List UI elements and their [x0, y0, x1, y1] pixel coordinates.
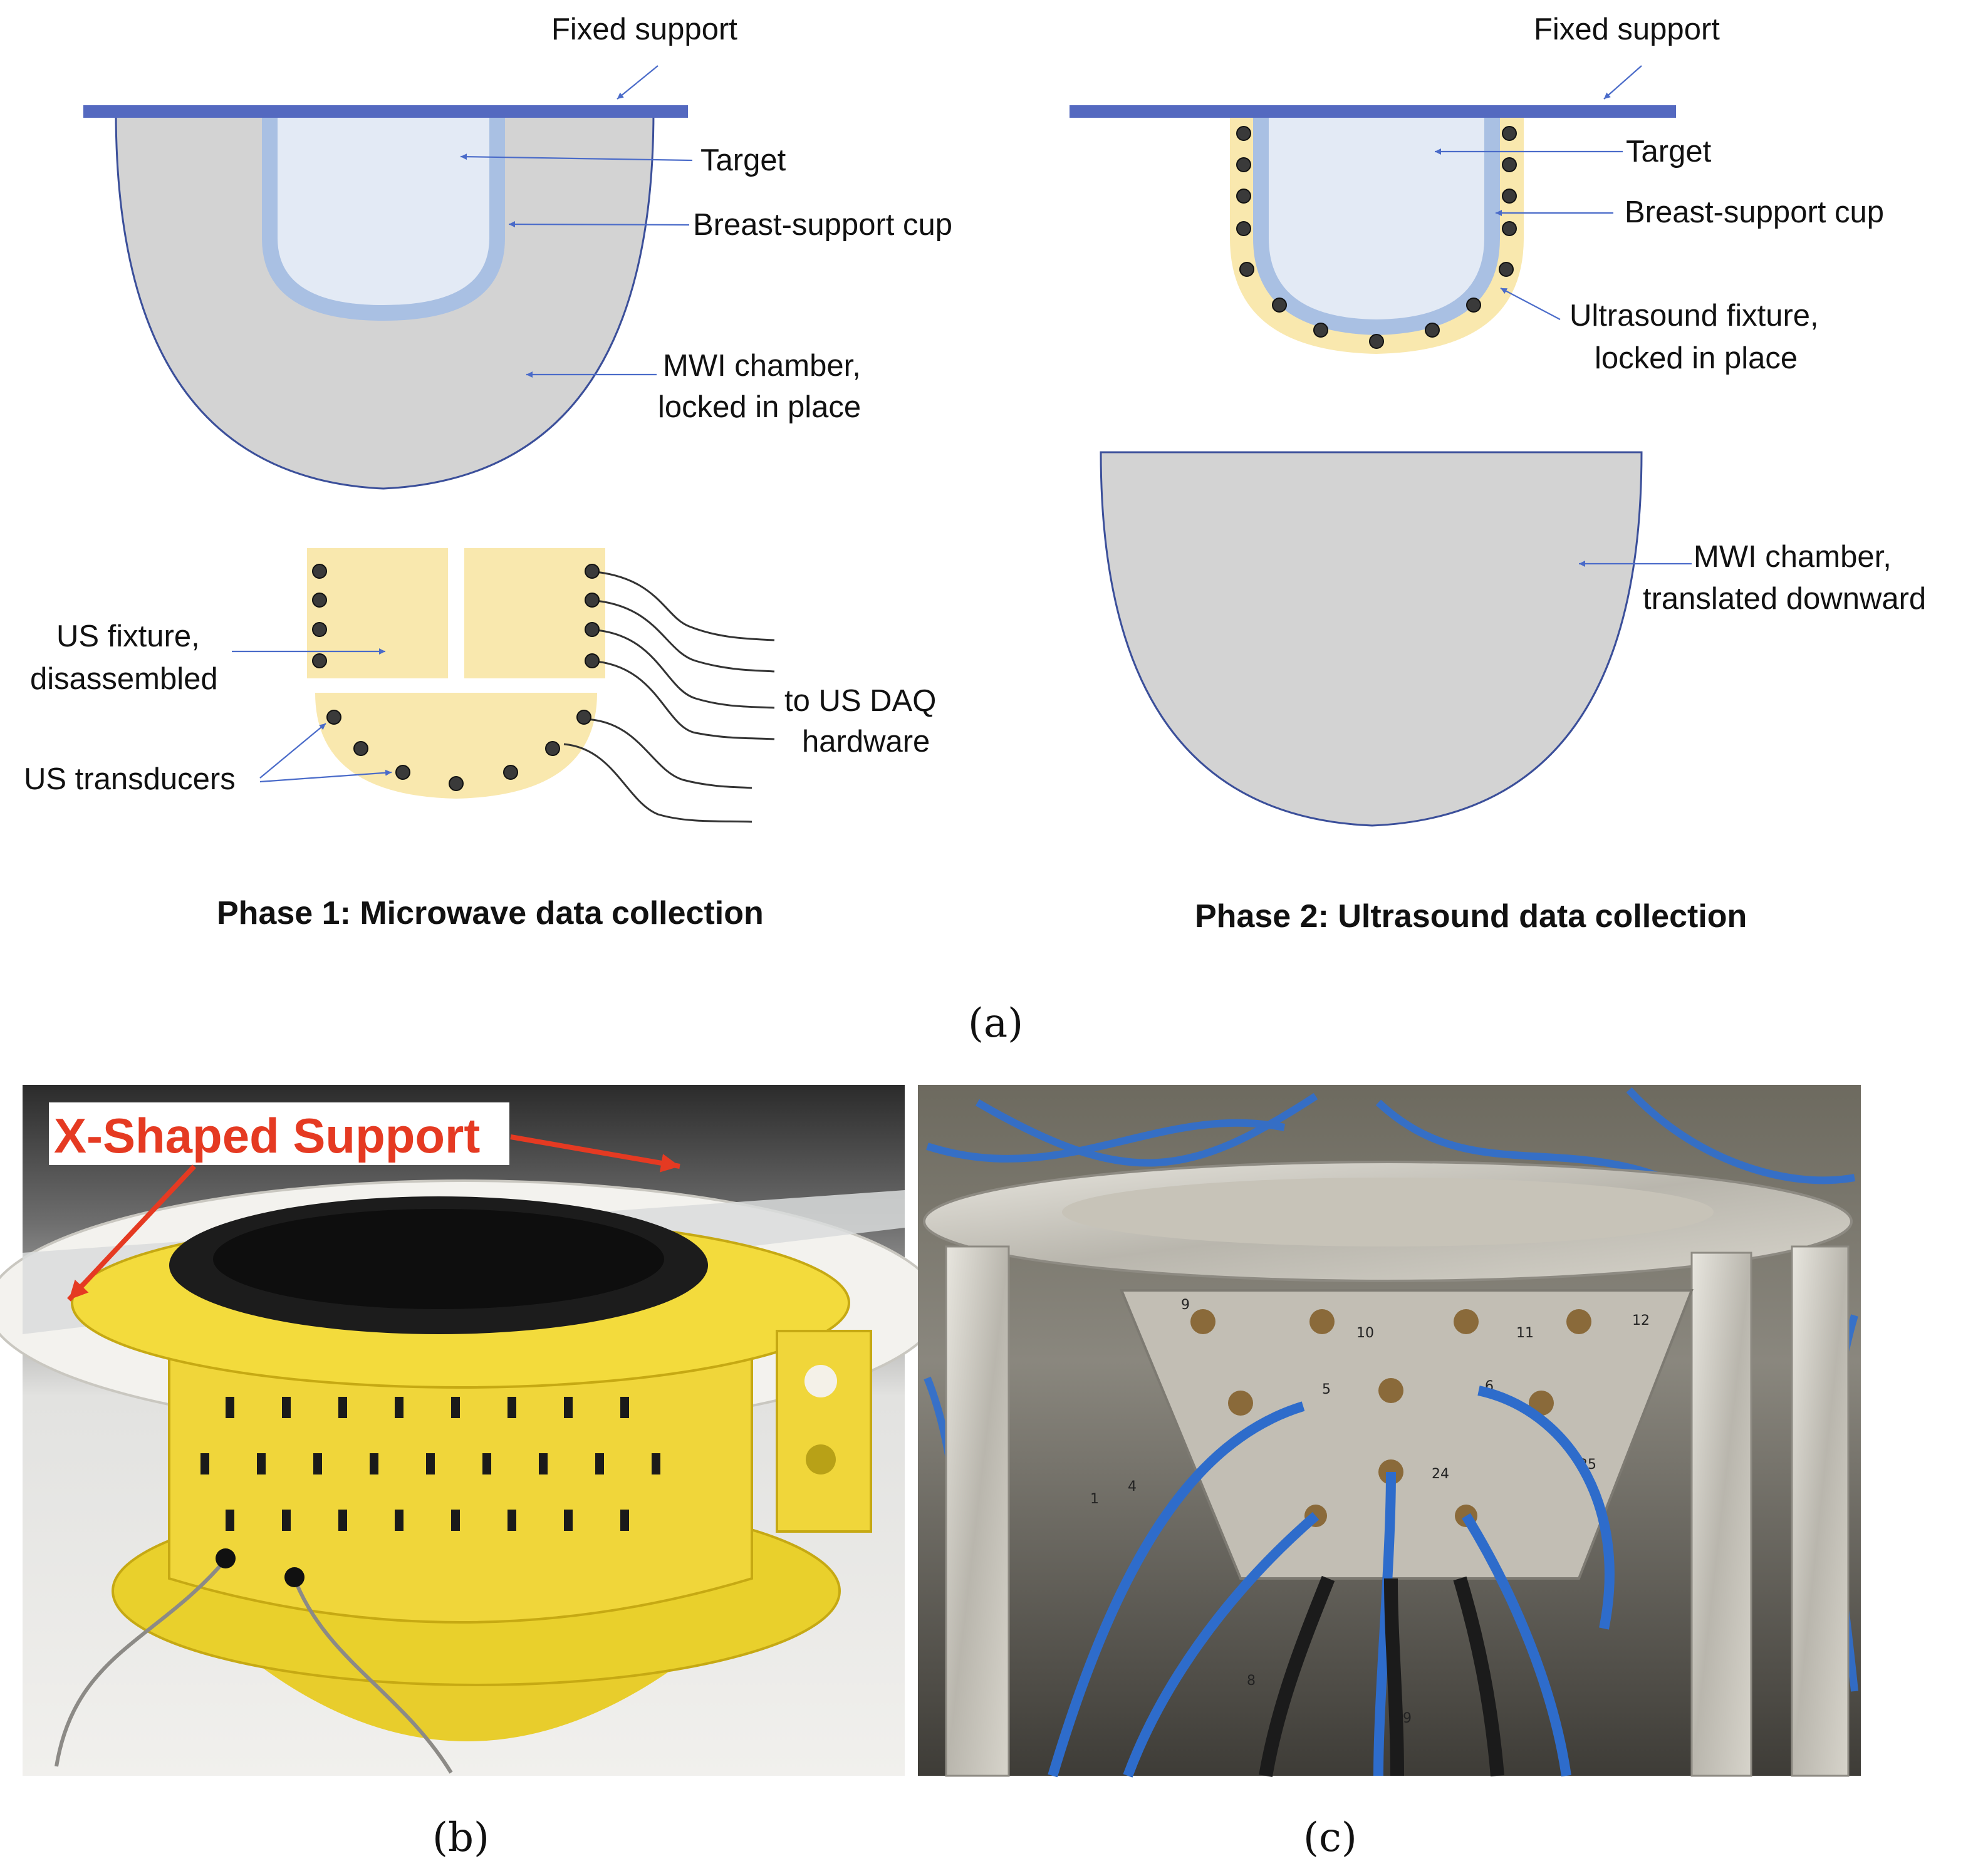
phase1-pointers [232, 65, 693, 783]
phase1-diagram: Fixed support Target Breast-support cup … [24, 13, 952, 931]
phase2-pointers [1435, 65, 1692, 567]
phase2-mwi-chamber [1100, 451, 1643, 827]
photo-b-us-fixture: X-Shaped Support [0, 1085, 941, 1776]
port-label: 10 [1356, 1325, 1374, 1341]
phase2-target [1269, 111, 1484, 319]
port-label: 1 [1090, 1491, 1099, 1507]
phase1-mwi-label-1: MWI chamber, [663, 349, 861, 383]
us-fixture-left-panel [307, 548, 448, 678]
us-fixture-label-1: US fixture, [56, 619, 200, 653]
port-label: 24 [1432, 1466, 1449, 1482]
phase2-mwi-label-1: MWI chamber, [1694, 540, 1892, 574]
phase1-target [278, 111, 489, 305]
phase1-title: Phase 1: Microwave data collection [217, 895, 764, 931]
port-label: 4 [1128, 1479, 1137, 1495]
phase2-fixed-support-label: Fixed support [1534, 13, 1720, 46]
phase2-title: Phase 2: Ultrasound data collection [1195, 898, 1747, 935]
panel-c-caption: (c) [1303, 1815, 1357, 1861]
port-label: 9 [1181, 1297, 1190, 1313]
us-daq-label-1: to US DAQ [784, 684, 936, 718]
phase1-fixed-support-label: Fixed support [551, 13, 737, 46]
phase2-diagram: Fixed support Target Breast-support cup … [1070, 13, 1926, 935]
us-fixture-label-2: disassembled [30, 662, 218, 696]
us-daq-label-2: hardware [802, 725, 930, 759]
phase2-breast-cup-label: Breast-support cup [1625, 195, 1884, 229]
panel-b-caption: (b) [432, 1815, 489, 1861]
x-shaped-support-callout-box [49, 1102, 509, 1165]
phase2-fixture-label-2: locked in place [1595, 341, 1798, 375]
port-label: 8 [1247, 1673, 1256, 1689]
phase1-breast-cup-label: Breast-support cup [693, 208, 952, 242]
phase1-transducer-dots [312, 564, 600, 791]
phase2-fixture-label-1: Ultrasound fixture, [1569, 299, 1819, 333]
phase2-transducer-dots [1236, 126, 1517, 349]
port-label: 12 [1632, 1313, 1650, 1329]
us-fixture-right-panel [464, 548, 605, 678]
us-transducers-label: US transducers [24, 762, 236, 796]
photo-c-mwi-chamber: 9 10 11 12 5 6 24 25 1 4 8 19 [918, 1085, 1861, 1778]
port-label: 11 [1516, 1325, 1534, 1341]
phase2-target-label: Target [1626, 135, 1712, 168]
us-daq-wires [563, 570, 775, 823]
phase2-fixed-support [1070, 105, 1676, 118]
x-shaped-support-callout: X-Shaped Support [54, 1108, 480, 1163]
phase1-target-label: Target [700, 143, 786, 177]
phase1-mwi-label-2: locked in place [658, 390, 861, 424]
port-label: 5 [1322, 1382, 1331, 1397]
phase2-mwi-label-2: translated downward [1643, 582, 1926, 616]
panel-a-caption: (a) [968, 1000, 1023, 1047]
phase1-fixed-support [83, 105, 688, 118]
